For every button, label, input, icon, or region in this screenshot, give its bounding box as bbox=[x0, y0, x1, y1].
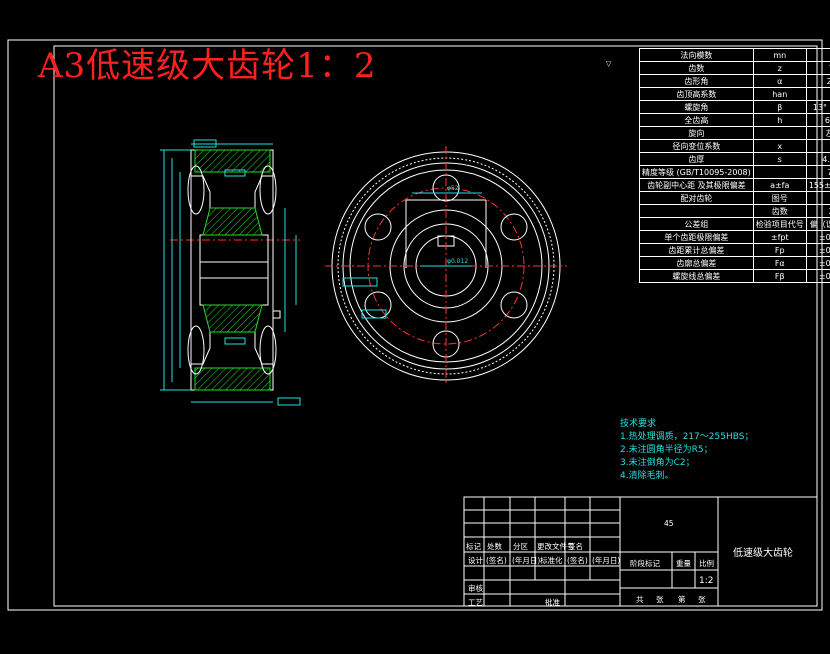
technical-requirements: 技术要求 1.热处理调质，217～255HBS； 2.未注圆角半径为R5； 3.… bbox=[620, 418, 753, 483]
label-count: 处数 bbox=[487, 542, 502, 551]
label-sheet-unit2: 张 bbox=[698, 595, 706, 604]
tech-item: 1.热处理调质，217～255HBS； bbox=[620, 432, 754, 442]
scale-value: 1:2 bbox=[699, 576, 714, 586]
svg-text:φ0.012: φ0.012 bbox=[447, 258, 468, 265]
tech-heading: 技术要求 bbox=[620, 419, 657, 429]
label-sheet-no: 第 bbox=[678, 595, 686, 604]
label-design: 设计 bbox=[468, 556, 483, 565]
param-value: ±0.025 bbox=[805, 269, 830, 283]
label-sig1: (签名) bbox=[486, 556, 507, 565]
gear-front-view: φ52 φ0.012 bbox=[325, 146, 567, 386]
label-zone: 分区 bbox=[513, 542, 528, 551]
gear-parameter-table: 法向模数mn3齿数z78齿形角α20°齿顶高系数han1螺旋角β13° 39′5… bbox=[639, 48, 830, 283]
label-sig2: (签名) bbox=[567, 556, 588, 565]
label-doc-no: 更改文件号 bbox=[537, 542, 575, 551]
inner-border bbox=[53, 45, 818, 607]
tech-item: 2.未注圆角半径为R5； bbox=[620, 445, 713, 455]
tech-item: 4.清除毛刺。 bbox=[620, 471, 674, 481]
roughness-symbol: ▽ bbox=[606, 60, 612, 68]
label-mark: 标记 bbox=[466, 542, 481, 551]
label-weight: 重量 bbox=[676, 559, 691, 568]
label-sheet-unit: 张 bbox=[656, 595, 664, 604]
label-std: 标准化 bbox=[540, 556, 563, 565]
svg-text:φ52: φ52 bbox=[447, 185, 459, 192]
param-row: 单个齿距极限偏差±fpt±0.014 bbox=[639, 230, 830, 244]
outer-border bbox=[7, 39, 823, 611]
label-sign: 签名 bbox=[568, 542, 583, 551]
label-sheets: 共 bbox=[636, 595, 644, 604]
material: 45 bbox=[664, 519, 674, 528]
param-row: 配对齿轮图号 bbox=[639, 191, 830, 205]
part-name: 低速级大齿轮 bbox=[733, 548, 793, 559]
param-row: 精度等级 (GB/T10095-2008)7级 bbox=[639, 165, 830, 179]
param-symbol: Fβ bbox=[752, 269, 807, 283]
label-approve: 批准 bbox=[545, 598, 560, 607]
label-craft: 工艺 bbox=[468, 598, 483, 607]
label-stage: 阶段标记 bbox=[630, 559, 660, 568]
label-scale: 比例 bbox=[699, 559, 714, 568]
label-date1: (年月日) bbox=[512, 556, 541, 565]
gear-section-view bbox=[160, 139, 301, 406]
label-date2: (年月日) bbox=[592, 556, 621, 565]
tech-item: 3.未注倒角为C2； bbox=[620, 458, 695, 468]
label-review: 审核 bbox=[468, 584, 483, 593]
param-row: 径向变位系数x0 bbox=[639, 139, 830, 153]
page-title: A3低速级大齿轮1：2 bbox=[38, 46, 377, 86]
param-row: 齿数25 bbox=[639, 204, 830, 218]
